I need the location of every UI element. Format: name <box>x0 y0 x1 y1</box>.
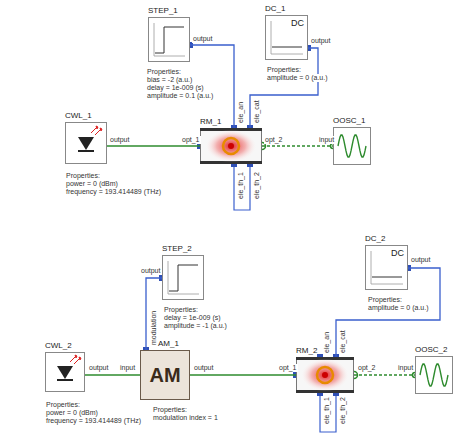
component-name: AM_1 <box>158 339 179 348</box>
component-name: CWL_1 <box>65 111 92 120</box>
step-source-icon <box>162 255 204 300</box>
optical-oscilloscope-icon <box>333 127 371 165</box>
property-text: power = 0 (dBm) <box>65 180 119 188</box>
dc-source: DC_2DC <box>365 245 408 290</box>
component-name: STEP_2 <box>162 244 192 253</box>
property-text: delay = 1e-009 (s) <box>163 314 222 322</box>
property-text: modulation index = 1 <box>152 414 219 422</box>
port-name: output <box>140 267 161 275</box>
cw-laser-icon <box>65 122 107 164</box>
port-name: output <box>192 35 213 43</box>
property-text: amplitude = 0 (a.u.) <box>367 304 430 312</box>
optical-link <box>190 375 296 376</box>
port-name: output <box>310 37 331 45</box>
step-source: STEP_1 <box>148 17 190 62</box>
property-text: power = 0 (dBm) <box>45 409 99 417</box>
optical-link <box>107 146 200 147</box>
component-name: OOSC_2 <box>415 345 447 354</box>
optical-oscilloscope: OOSC_1 <box>333 127 371 165</box>
icon-text: DC <box>391 248 404 258</box>
cw-laser: CWL_1 <box>65 122 107 164</box>
ring-modulator: RM_2 <box>296 357 354 393</box>
optical-output-link <box>354 375 415 376</box>
step-source: STEP_2 <box>162 255 204 300</box>
port-name: ele_cat <box>339 329 347 354</box>
component-name: DC_1 <box>265 4 285 13</box>
property-text: amplitude = -1 (a.u.) <box>163 322 228 330</box>
optical-link <box>85 375 140 376</box>
property-text: Properties: <box>367 296 403 304</box>
property-text: frequency = 193.414489 (THz) <box>45 417 142 425</box>
optical-oscilloscope: OOSC_2 <box>415 356 453 394</box>
optical-output-link <box>262 146 333 147</box>
property-text: Properties: <box>163 306 199 314</box>
port-name: ele_th_2 <box>253 171 261 200</box>
port-name: input <box>397 364 414 372</box>
property-text: Properties: <box>146 68 182 76</box>
icon-text: DC <box>291 18 304 28</box>
property-text: bias = -2 (a.u.) <box>146 76 193 84</box>
port-name: output <box>88 364 109 372</box>
cw-laser: CWL_2 <box>45 352 85 392</box>
component-name: CWL_2 <box>45 341 72 350</box>
port-name: output <box>109 136 130 144</box>
property-text: Properties: <box>45 401 81 409</box>
port-name: ele_an <box>237 101 245 124</box>
port-name: ele_cat <box>253 99 261 124</box>
port-name: output <box>410 256 431 264</box>
amplitude-modulator: AM_1AM <box>140 350 190 400</box>
property-text: frequency = 193.414489 (THz) <box>65 188 162 196</box>
component-name: RM_2 <box>296 346 317 355</box>
port-name: input <box>318 136 335 144</box>
dc-source: DC_1DC <box>265 15 308 60</box>
property-text: Properties: <box>266 66 302 74</box>
port-name: ele_th_2 <box>339 396 347 425</box>
electrical-wire <box>250 48 318 128</box>
ring-modulator-icon <box>200 128 262 164</box>
port-name: opt_1 <box>278 364 298 372</box>
property-text: delay = 1e-009 (s) <box>146 84 205 92</box>
optical-oscilloscope-icon <box>415 356 453 394</box>
port-name: output <box>193 364 214 372</box>
icon-text: AM <box>149 364 180 387</box>
property-text: Properties: <box>65 172 101 180</box>
port-name: ele_an <box>323 331 331 354</box>
property-text: Properties: <box>152 406 188 414</box>
port-name: modulation <box>150 310 158 346</box>
component-name: OOSC_1 <box>333 116 365 125</box>
ring-modulator: RM_1 <box>200 128 262 164</box>
step-source-icon <box>148 17 190 62</box>
port-name: input <box>119 364 136 372</box>
property-text: amplitude = 0 (a.u.) <box>266 74 329 82</box>
property-text: amplitude = 0.1 (a.u.) <box>146 92 214 100</box>
port-name: opt_2 <box>357 364 377 372</box>
port-name: ele_th_1 <box>323 396 331 425</box>
port-name: ele_th_1 <box>237 171 245 200</box>
component-name: DC_2 <box>365 234 385 243</box>
component-name: RM_1 <box>200 117 221 126</box>
ring-modulator-icon <box>296 357 354 393</box>
cw-laser-icon <box>45 352 85 392</box>
port-name: opt_1 <box>181 136 201 144</box>
port-name: opt_2 <box>264 136 284 144</box>
component-name: STEP_1 <box>148 6 178 15</box>
